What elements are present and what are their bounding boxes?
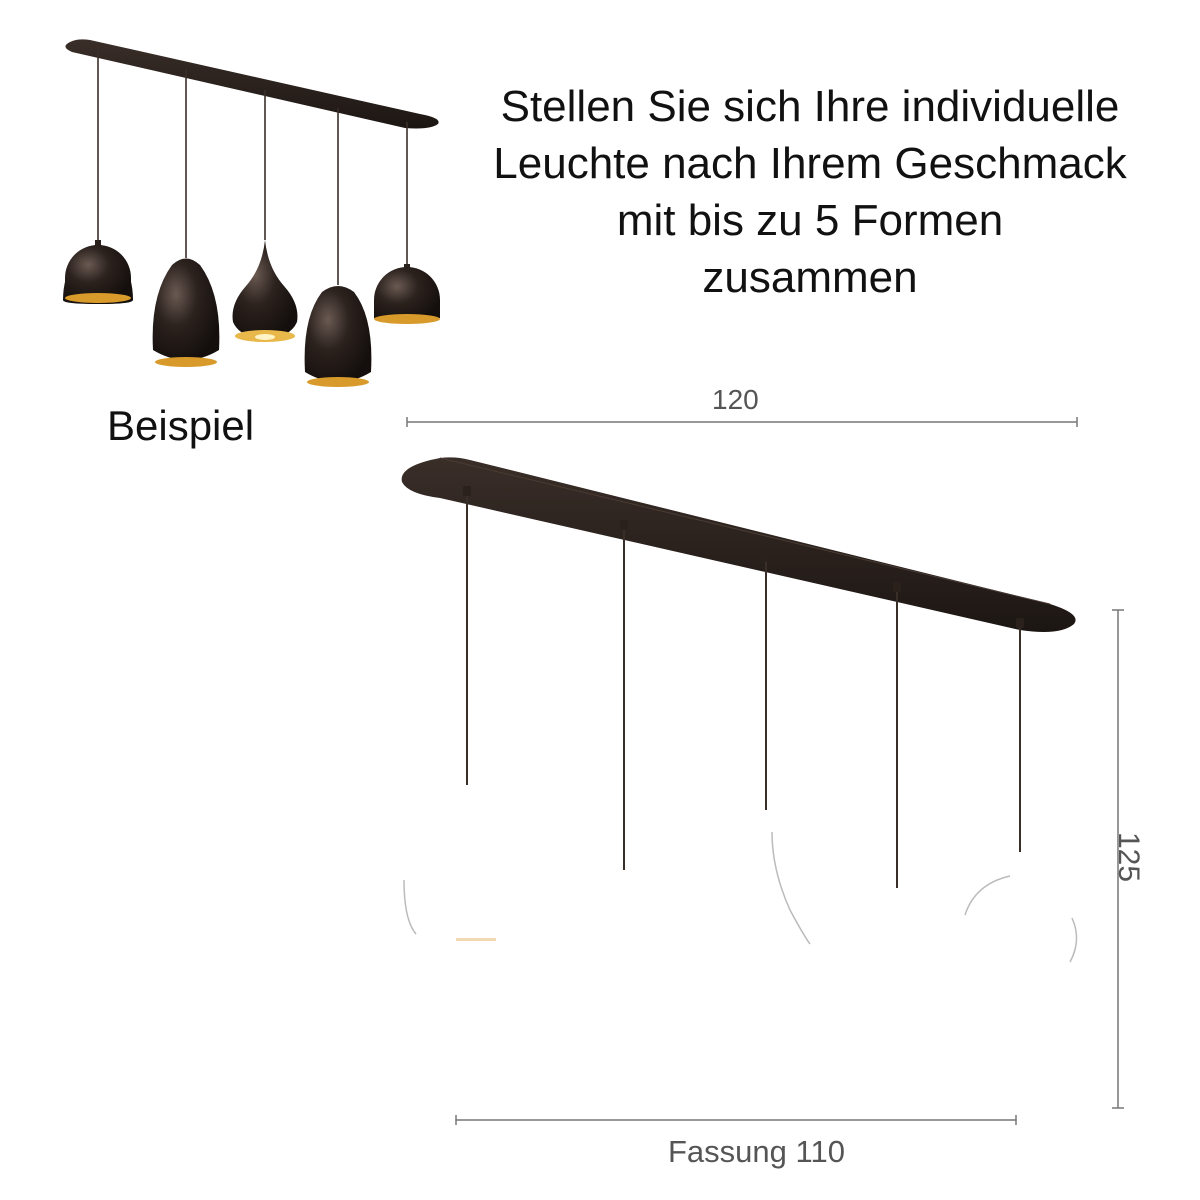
example-shade-drop bbox=[232, 240, 298, 342]
headline-line-1: Stellen Sie sich Ihre individuelle bbox=[500, 82, 1120, 131]
example-shade-oval-2 bbox=[304, 286, 372, 387]
large-canopy bbox=[401, 457, 1076, 632]
dimension-socket-value: Fassung 110 bbox=[668, 1134, 845, 1169]
headline-line-2: Leuchte nach Ihrem Geschmack bbox=[493, 139, 1127, 188]
example-shade-dome-2 bbox=[374, 264, 440, 324]
example-canopy bbox=[65, 39, 439, 129]
headline-line-3: mit bis zu 5 Formen bbox=[616, 196, 1004, 245]
headline: Stellen Sie sich Ihre individuelle Leuch… bbox=[455, 78, 1165, 306]
example-shade-dome-1 bbox=[63, 240, 133, 304]
headline-line-4: zusammen bbox=[702, 253, 918, 302]
large-cords bbox=[466, 492, 1021, 888]
faint-shade-outlines bbox=[403, 831, 1078, 963]
dimension-line-height bbox=[1112, 609, 1124, 1109]
example-lamp bbox=[63, 39, 440, 387]
dimension-height-value: 125 bbox=[1112, 831, 1145, 883]
large-cord-connectors bbox=[463, 486, 1024, 628]
dimension-line-socket bbox=[455, 1115, 1017, 1125]
example-cords bbox=[97, 50, 408, 285]
example-shade-oval-1 bbox=[152, 258, 220, 367]
dimension-width-value: 120 bbox=[712, 384, 759, 415]
dimension-drawing bbox=[401, 417, 1124, 1125]
example-label: Beispiel bbox=[107, 402, 255, 449]
dimension-line-width bbox=[406, 417, 1078, 427]
